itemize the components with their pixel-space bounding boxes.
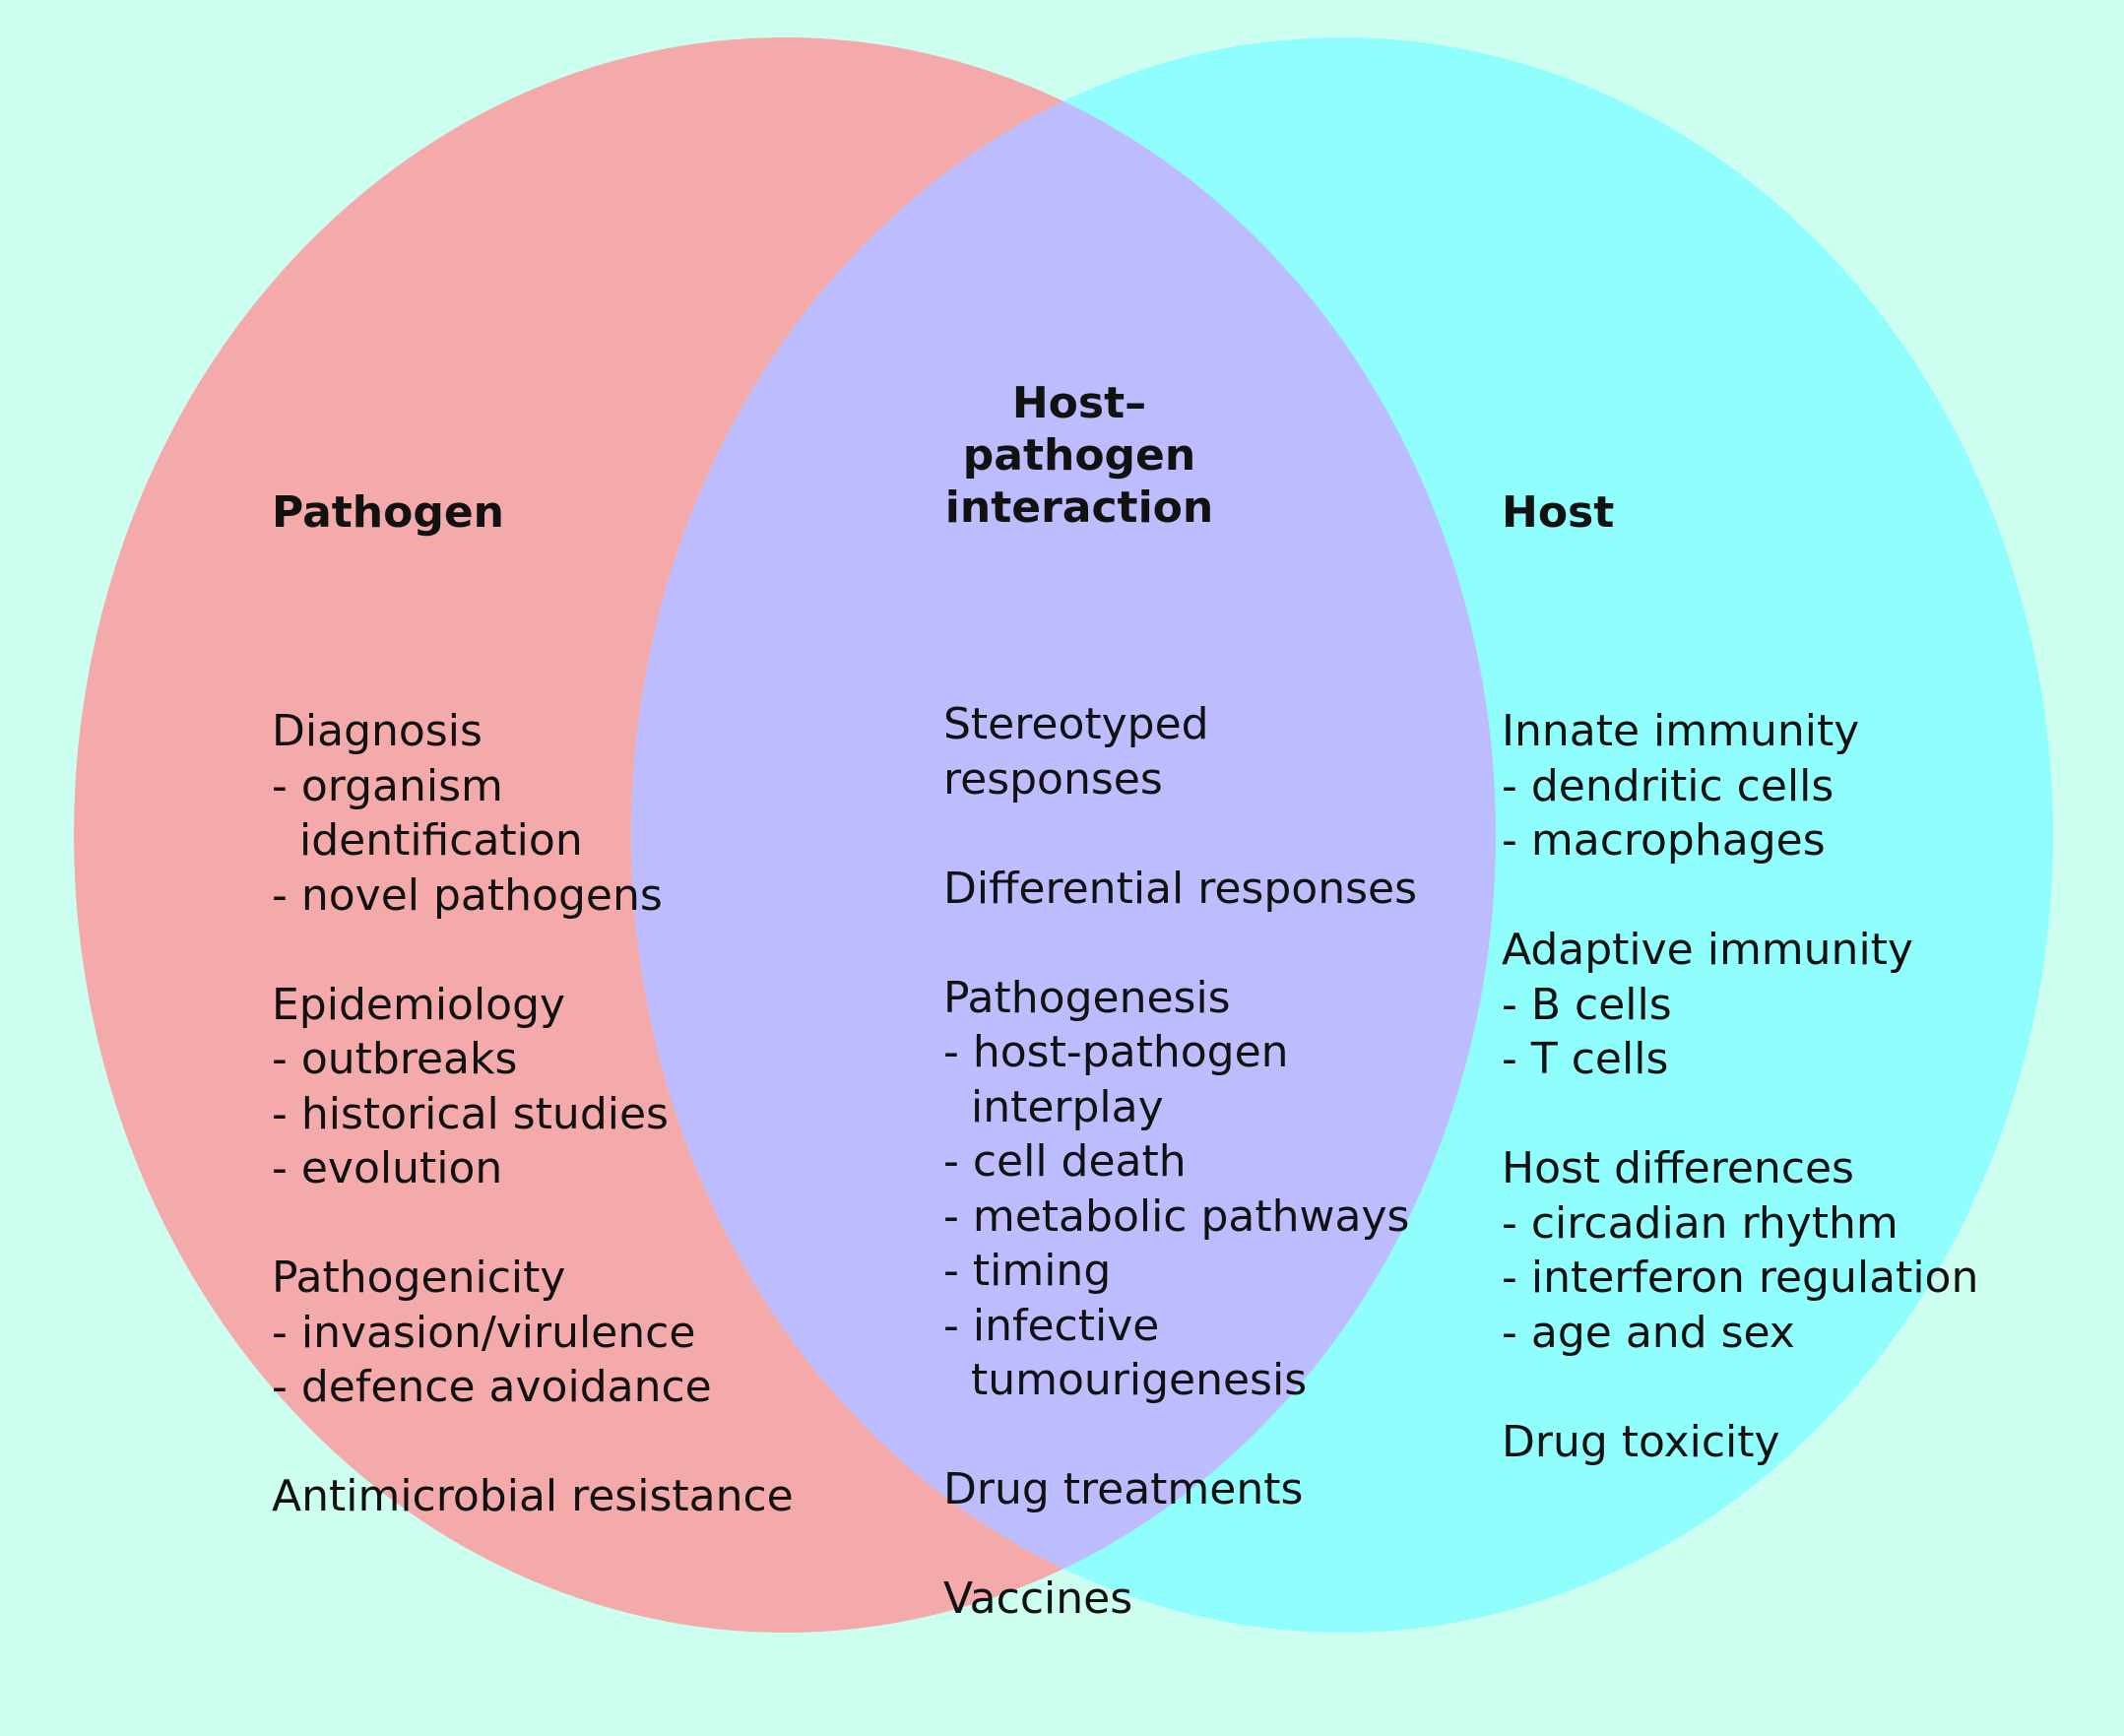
left-section-item: - evolution [272, 1143, 503, 1193]
middle-section-heading: Drug treatments [943, 1464, 1304, 1514]
middle-section-item: tumourigenesis [943, 1355, 1308, 1405]
pathogen-sections: Diagnosis- organism identification- nove… [272, 704, 823, 1524]
middle-section-heading: Vaccines [943, 1574, 1133, 1624]
left-section-item: - novel pathogens [272, 869, 663, 921]
middle-section-item: - infective [943, 1300, 1160, 1351]
middle-section-heading: Differential responses [943, 863, 1417, 914]
middle-section: Vaccines [943, 1572, 1426, 1627]
right-section-heading: Host differences [1502, 1143, 1854, 1193]
left-section-item: - defence avoidance [272, 1362, 712, 1412]
right-section-item: - macrophages [1502, 815, 1826, 866]
middle-section-item: interplay [943, 1081, 1164, 1132]
right-section-heading: Drug toxicity [1502, 1416, 1780, 1467]
venn-diagram: Pathogen Diagnosis- organism identificat… [74, 37, 2092, 1634]
interaction-title-line: pathogen [962, 430, 1196, 481]
middle-section: Differential responses [943, 862, 1426, 917]
pathogen-title: Pathogen [272, 487, 505, 538]
right-section-item: - age and sex [1502, 1307, 1795, 1358]
right-section: Adaptive immunity- B cells- T cells [1502, 923, 2092, 1087]
middle-section-item: - metabolic pathways [943, 1190, 1410, 1242]
overlap-region [631, 37, 1496, 1633]
left-section: Epidemiology- outbreaks- historical stud… [272, 978, 823, 1196]
host-column: Host Innate immunity- dendritic cells- m… [1502, 376, 2092, 1578]
right-section-item: - dendritic cells [1502, 760, 1834, 811]
right-section-item: - T cells [1502, 1034, 1669, 1084]
left-section: Antimicrobial resistance [272, 1469, 823, 1524]
left-section-heading: Diagnosis [272, 706, 483, 756]
middle-section: Drug treatments [943, 1462, 1426, 1517]
left-section: Pathogenicity- invasion/virulence- defen… [272, 1251, 823, 1415]
right-section-item: - B cells [1502, 979, 1672, 1030]
host-sections: Innate immunity- dendritic cells- macrop… [1502, 704, 2092, 1469]
middle-section-heading: Stereotyped [943, 699, 1209, 749]
left-section-item: - outbreaks [272, 1034, 518, 1084]
right-section-heading: Adaptive immunity [1502, 925, 1913, 975]
left-section-heading: Antimicrobial resistance [272, 1471, 794, 1521]
left-section-heading: Pathogenicity [272, 1253, 566, 1303]
middle-section-item: - cell death [943, 1136, 1187, 1187]
left-section: Diagnosis- organism identification- nove… [272, 704, 823, 923]
middle-section-item: - host-pathogen [943, 1027, 1289, 1077]
middle-section-item: responses [943, 753, 1163, 804]
right-section: Host differences- circadian rhythm- inte… [1502, 1141, 2092, 1360]
middle-section-heading: Pathogenesis [943, 972, 1231, 1023]
right-section-heading: Innate immunity [1502, 706, 1860, 756]
right-section: Drug toxicity [1502, 1415, 2092, 1470]
pathogen-column: Pathogen Diagnosis- organism identificat… [272, 376, 823, 1634]
interaction-title-line: interaction [944, 482, 1214, 533]
host-title: Host [1502, 487, 1615, 538]
left-section-item: identification [272, 815, 583, 866]
interaction-title-line: Host– [1011, 378, 1147, 428]
right-section-item: - circadian rhythm [1502, 1197, 1899, 1249]
left-section-heading: Epidemiology [272, 979, 566, 1030]
left-section-item: - organism [272, 760, 503, 811]
middle-section: Pathogenesis- host-pathogen interplay- c… [943, 971, 1426, 1408]
middle-section-item: - timing [943, 1246, 1112, 1296]
right-section-item: - interferon regulation [1502, 1253, 1979, 1303]
venn-circles [74, 37, 2053, 1633]
left-section-item: - invasion/virulence [272, 1307, 696, 1358]
right-section: Innate immunity- dendritic cells- macrop… [1502, 704, 2092, 868]
left-section-item: - historical studies [272, 1088, 669, 1139]
